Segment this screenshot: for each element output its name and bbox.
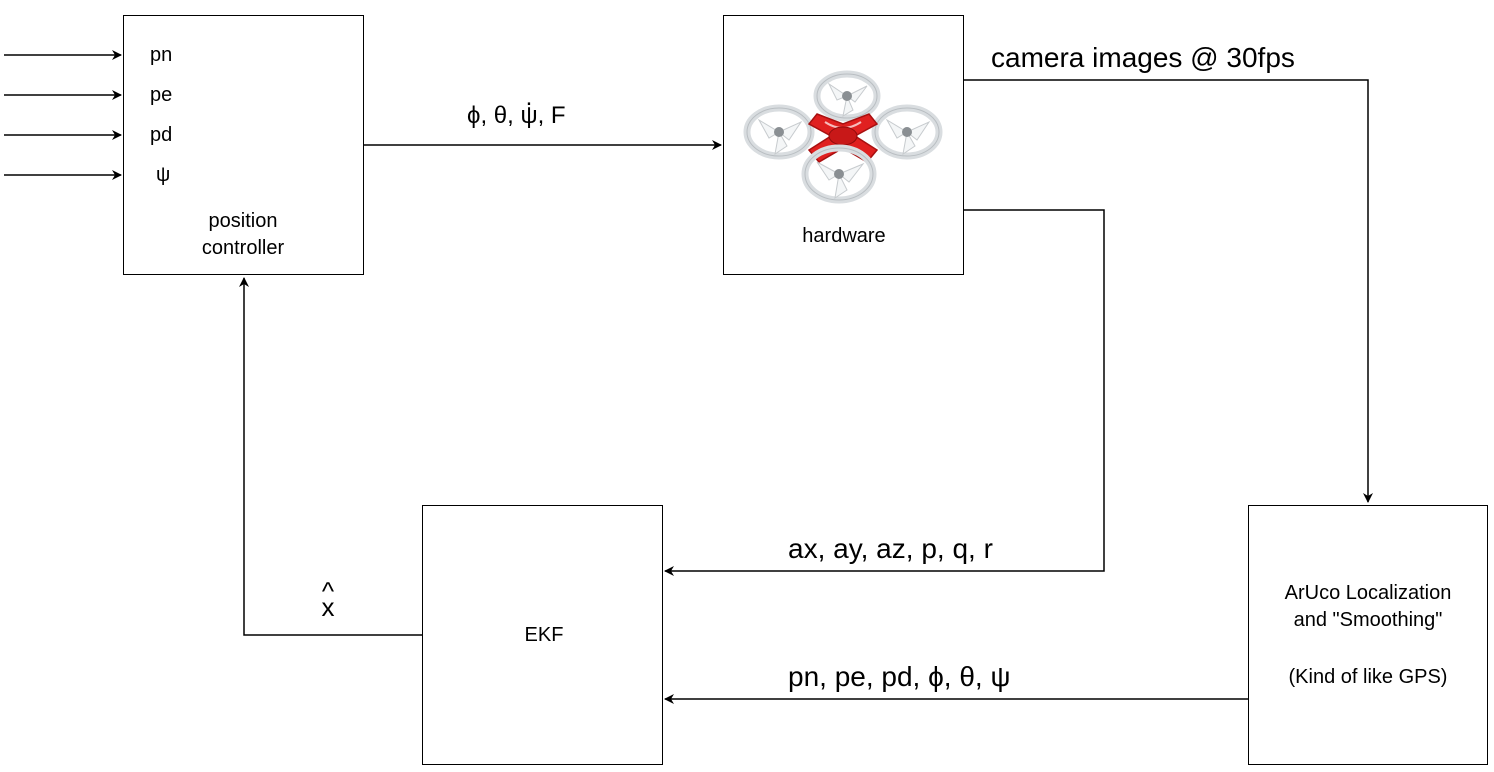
position-controller-label-line2: controller [201, 237, 285, 259]
arrow-hardware-to-aruco [964, 79, 1373, 503]
quadcopter-drone-icon [743, 70, 943, 204]
edge-label-psi-dot: .ψ [520, 86, 538, 130]
arrow-ekf-to-controller [239, 277, 422, 636]
aruco-label-line1: ArUco Localization [1284, 582, 1452, 604]
edge-label-camera-images: camera images @ 30fps [991, 42, 1295, 73]
edge-label-pose-measurements: pn, pe, pd, ϕ, θ, ψ [788, 661, 1011, 692]
edge-label-attitude-pre: ϕ, θ, [467, 102, 521, 129]
input-label-psi: ψ [156, 164, 171, 186]
arrow-hardware-to-ekf [664, 209, 1105, 576]
drone-rotor-right [871, 104, 943, 160]
hardware-label: hardware [802, 225, 886, 247]
position-controller-block [123, 15, 364, 275]
input-label-pn: pn [150, 44, 173, 66]
aruco-label-line3: (Kind of like GPS) [1288, 666, 1448, 688]
edge-label-psi: ψ [520, 102, 538, 129]
edge-label-state-estimate: ^ x [313, 578, 343, 620]
ekf-label: EKF [524, 624, 564, 646]
aruco-localization-block [1248, 505, 1488, 765]
aruco-label-line2: and "Smoothing" [1293, 609, 1443, 631]
x-hat-letter: x [321, 592, 335, 622]
position-controller-label-line1: position [208, 210, 278, 232]
psi-dot-mark: . [525, 84, 533, 111]
ekf-block [422, 505, 663, 765]
edge-label-attitude-commands: ϕ, θ, .ψ, F [467, 86, 566, 130]
input-label-pd: pd [150, 124, 173, 146]
drone-rotor-left [743, 104, 815, 160]
input-label-pe: pe [150, 84, 173, 106]
drone-rotor-back [813, 70, 881, 122]
drone-rotor-front [801, 144, 877, 204]
edge-label-imu-measurements: ax, ay, az, p, q, r [788, 533, 993, 564]
edge-label-attitude-post: , F [537, 102, 566, 129]
